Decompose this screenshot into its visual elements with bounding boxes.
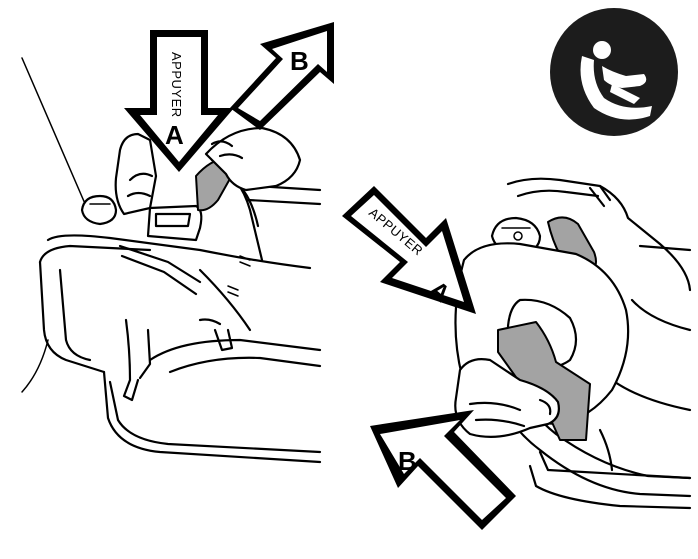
left-edge-line	[21, 57, 87, 207]
press-word-left: APPUYER	[169, 52, 184, 118]
child-car-seat-latch-icon	[550, 8, 678, 136]
pull-letter-right: B	[398, 446, 417, 476]
pull-arrow-b-left: B	[230, 22, 334, 130]
seat-base	[38, 158, 322, 464]
pull-arrow-b-right: B	[370, 410, 516, 530]
latch-knob	[80, 194, 118, 226]
left-hand	[114, 132, 158, 216]
right-panel: APPUYER A B	[342, 8, 692, 530]
right-hand-left-panel	[204, 126, 302, 192]
pull-letter-left: B	[290, 46, 309, 76]
left-panel: APPUYER A B	[21, 22, 334, 464]
press-letter-left: A	[165, 120, 184, 150]
press-arrow-a-right: APPUYER A	[342, 186, 476, 314]
left-lower-line	[21, 339, 49, 393]
right-hand-right-panel	[454, 358, 560, 439]
press-arrow-a-left: APPUYER A	[124, 30, 234, 172]
